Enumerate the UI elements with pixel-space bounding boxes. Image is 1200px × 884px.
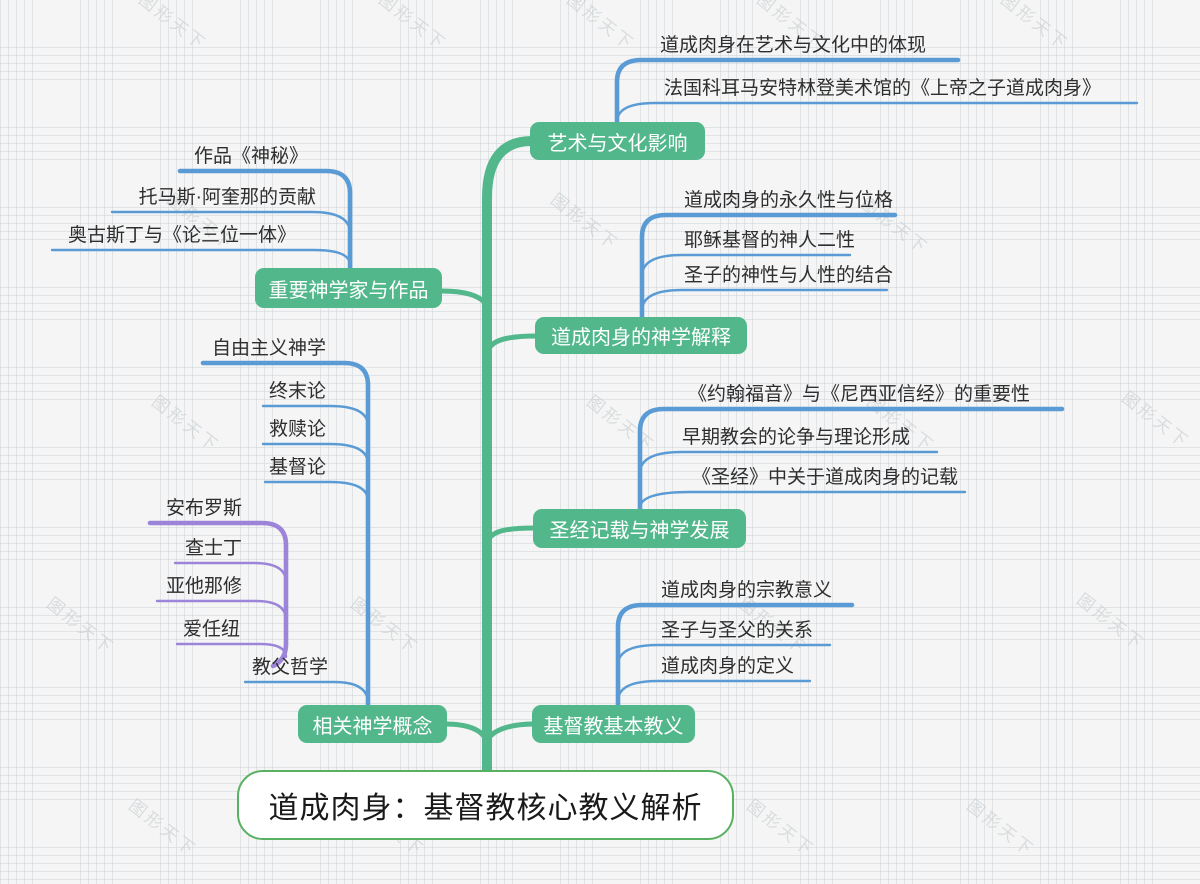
branch-node-scripture[interactable]: 圣经记载与神学发展: [533, 509, 746, 548]
branch-connector-theologians: [439, 288, 489, 307]
underline-interpretation-3: [640, 288, 889, 313]
branch-connector-scripture: [484, 525, 538, 550]
topic-union-divine-human[interactable]: 圣子的神性与人性的结合: [684, 265, 894, 286]
topic-bible-records[interactable]: 《圣经》中关于道成肉身的记载: [692, 467, 959, 488]
topic-irenaeus[interactable]: 爱任纽: [182, 619, 240, 640]
topic-son-father-relation[interactable]: 圣子与圣父的关系: [661, 620, 814, 641]
topic-patristic-philosophy[interactable]: 教父哲学: [251, 657, 328, 678]
underline-doctrine-3: [616, 679, 812, 703]
topic-dual-nature[interactable]: 耶稣基督的神人二性: [684, 230, 856, 251]
branch-node-art[interactable]: 艺术与文化影响: [530, 122, 705, 160]
underline-theologians-2: [110, 210, 352, 235]
topic-christology[interactable]: 基督论: [268, 457, 326, 478]
topic-incarnation-definition[interactable]: 道成肉身的定义: [661, 656, 795, 677]
topic-work-mystery[interactable]: 作品《神秘》: [193, 146, 308, 167]
underline-scripture-2: [638, 450, 939, 475]
branch-connector-concepts: [442, 721, 490, 745]
topic-early-church-debates[interactable]: 早期教会的论争与理论形成: [682, 427, 911, 448]
branch-node-theologians[interactable]: 重要神学家与作品: [255, 268, 442, 308]
topic-art-in-culture[interactable]: 道成肉身在艺术与文化中的体现: [660, 35, 927, 56]
topic-john-nicene[interactable]: 《约翰福音》与《尼西亚信经》的重要性: [688, 384, 1031, 405]
spine-theologians: [177, 168, 353, 274]
topic-religious-meaning[interactable]: 道成肉身的宗教意义: [661, 580, 833, 601]
spine-interpretation: [639, 212, 898, 324]
underline-art-2: [615, 101, 1139, 124]
topic-athanasius[interactable]: 亚他那修: [165, 576, 242, 597]
branch-connector-doctrine: [484, 721, 537, 745]
underline-concepts-5: [243, 680, 370, 705]
underline-patristic-3: [155, 599, 288, 622]
branch-node-doctrine[interactable]: 基督教基本教义: [532, 705, 695, 743]
topic-permanence-person[interactable]: 道成肉身的永久性与位格: [684, 190, 894, 211]
branch-node-concepts[interactable]: 相关神学概念: [298, 705, 447, 743]
topic-ambrose[interactable]: 安布罗斯: [165, 498, 242, 519]
spine-patristic: [147, 520, 289, 669]
topic-liberal-theology[interactable]: 自由主义神学: [211, 338, 326, 359]
underline-concepts-2: [261, 404, 370, 428]
topic-justin[interactable]: 查士丁: [184, 538, 242, 559]
spine-scripture: [637, 406, 1065, 515]
underline-patristic-2: [173, 561, 288, 584]
topic-eschatology[interactable]: 终末论: [268, 381, 326, 402]
branch-node-interpretation[interactable]: 道成肉身的神学解释: [535, 317, 747, 354]
underline-theologians-3: [50, 248, 352, 267]
root-node[interactable]: 道成肉身：基督教核心教义解析: [237, 770, 734, 840]
branch-connector-interpretation: [484, 333, 540, 359]
underline-doctrine-2: [616, 643, 832, 667]
spine-doctrine: [615, 602, 855, 711]
topic-soteriology[interactable]: 救赎论: [268, 419, 326, 440]
spine-concepts: [200, 360, 371, 711]
topic-unterlinden-museum[interactable]: 法国科耳马安特林登美术馆的《上帝之子道成肉身》: [664, 78, 1102, 99]
topic-aquinas[interactable]: 托马斯·阿奎那的贡献: [138, 187, 316, 208]
underline-concepts-4: [263, 480, 370, 503]
underline-interpretation-2: [640, 253, 852, 278]
underline-concepts-3: [261, 442, 370, 466]
underline-scripture-3: [638, 490, 967, 510]
spine-art: [614, 57, 961, 129]
trunk-line: [482, 136, 537, 777]
topic-augustine-trinity[interactable]: 奥古斯丁与《论三位一体》: [67, 225, 296, 246]
underline-patristic-4: [175, 642, 288, 659]
